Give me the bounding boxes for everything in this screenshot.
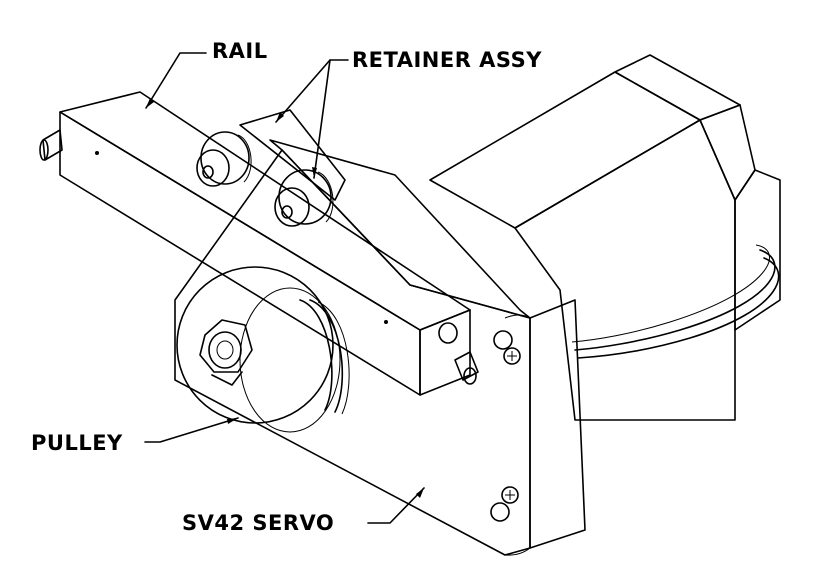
pulley-hub xyxy=(199,319,253,386)
leader-lines xyxy=(144,52,425,524)
pulley xyxy=(176,266,350,433)
leader-servo xyxy=(367,487,425,524)
retainer-roller xyxy=(196,131,252,187)
leader-rail xyxy=(145,52,207,109)
retainer-assembly xyxy=(196,109,346,227)
label-rail: RAIL xyxy=(212,39,268,63)
retainer-roller xyxy=(274,169,334,227)
label-pulley: PULLEY xyxy=(31,431,123,455)
servo-plate xyxy=(174,139,586,556)
leader-retainer-2 xyxy=(313,59,331,179)
leader-pulley xyxy=(144,417,239,443)
label-retainer-assy: RETAINER ASSY xyxy=(352,48,542,72)
rail xyxy=(39,91,479,396)
motor-stack xyxy=(429,54,781,421)
leader-retainer-1 xyxy=(275,59,349,123)
label-sv42-servo: SV42 SERVO xyxy=(182,511,335,535)
